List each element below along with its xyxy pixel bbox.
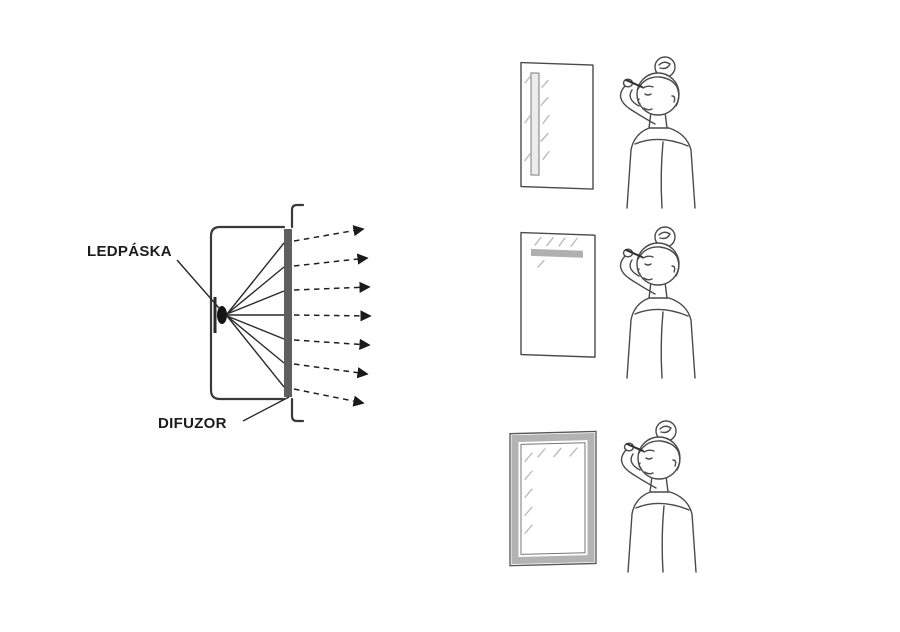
mirror-horizontal-led-illustration (520, 226, 696, 379)
horizontal-led-strip (531, 248, 583, 258)
mirror-frame-led (509, 430, 597, 567)
mirror-vertical-led (520, 61, 594, 190)
profile-top-hook (290, 203, 305, 229)
glow-hatching (524, 447, 578, 534)
led-label-leader-line (176, 259, 220, 309)
mirror-horizontal-led (520, 231, 596, 358)
profile-bottom-hook (290, 397, 305, 423)
glow-hatching (534, 236, 578, 268)
channel-profile (209, 225, 286, 401)
led-diffuser-cross-section-diagram (176, 203, 372, 423)
woman-applying-makeup (619, 56, 696, 209)
light-rays-solid (226, 242, 285, 388)
woman-applying-makeup (619, 226, 696, 379)
led-strip-label: LEDPÁSKA (87, 243, 172, 260)
led-chip (217, 306, 227, 324)
diffuser-label-leader-line (242, 396, 290, 422)
light-rays-dashed (293, 225, 372, 407)
diffuser-label: DIFUZOR (158, 415, 227, 432)
mirror-vertical-led-illustration (520, 56, 696, 209)
frame-led-band (511, 432, 595, 565)
glow-hatching (524, 76, 550, 162)
vertical-led-strip (530, 72, 540, 176)
mirror-frame-led-illustration (509, 420, 697, 573)
diffuser-bar (284, 229, 292, 397)
woman-applying-makeup (620, 420, 697, 573)
